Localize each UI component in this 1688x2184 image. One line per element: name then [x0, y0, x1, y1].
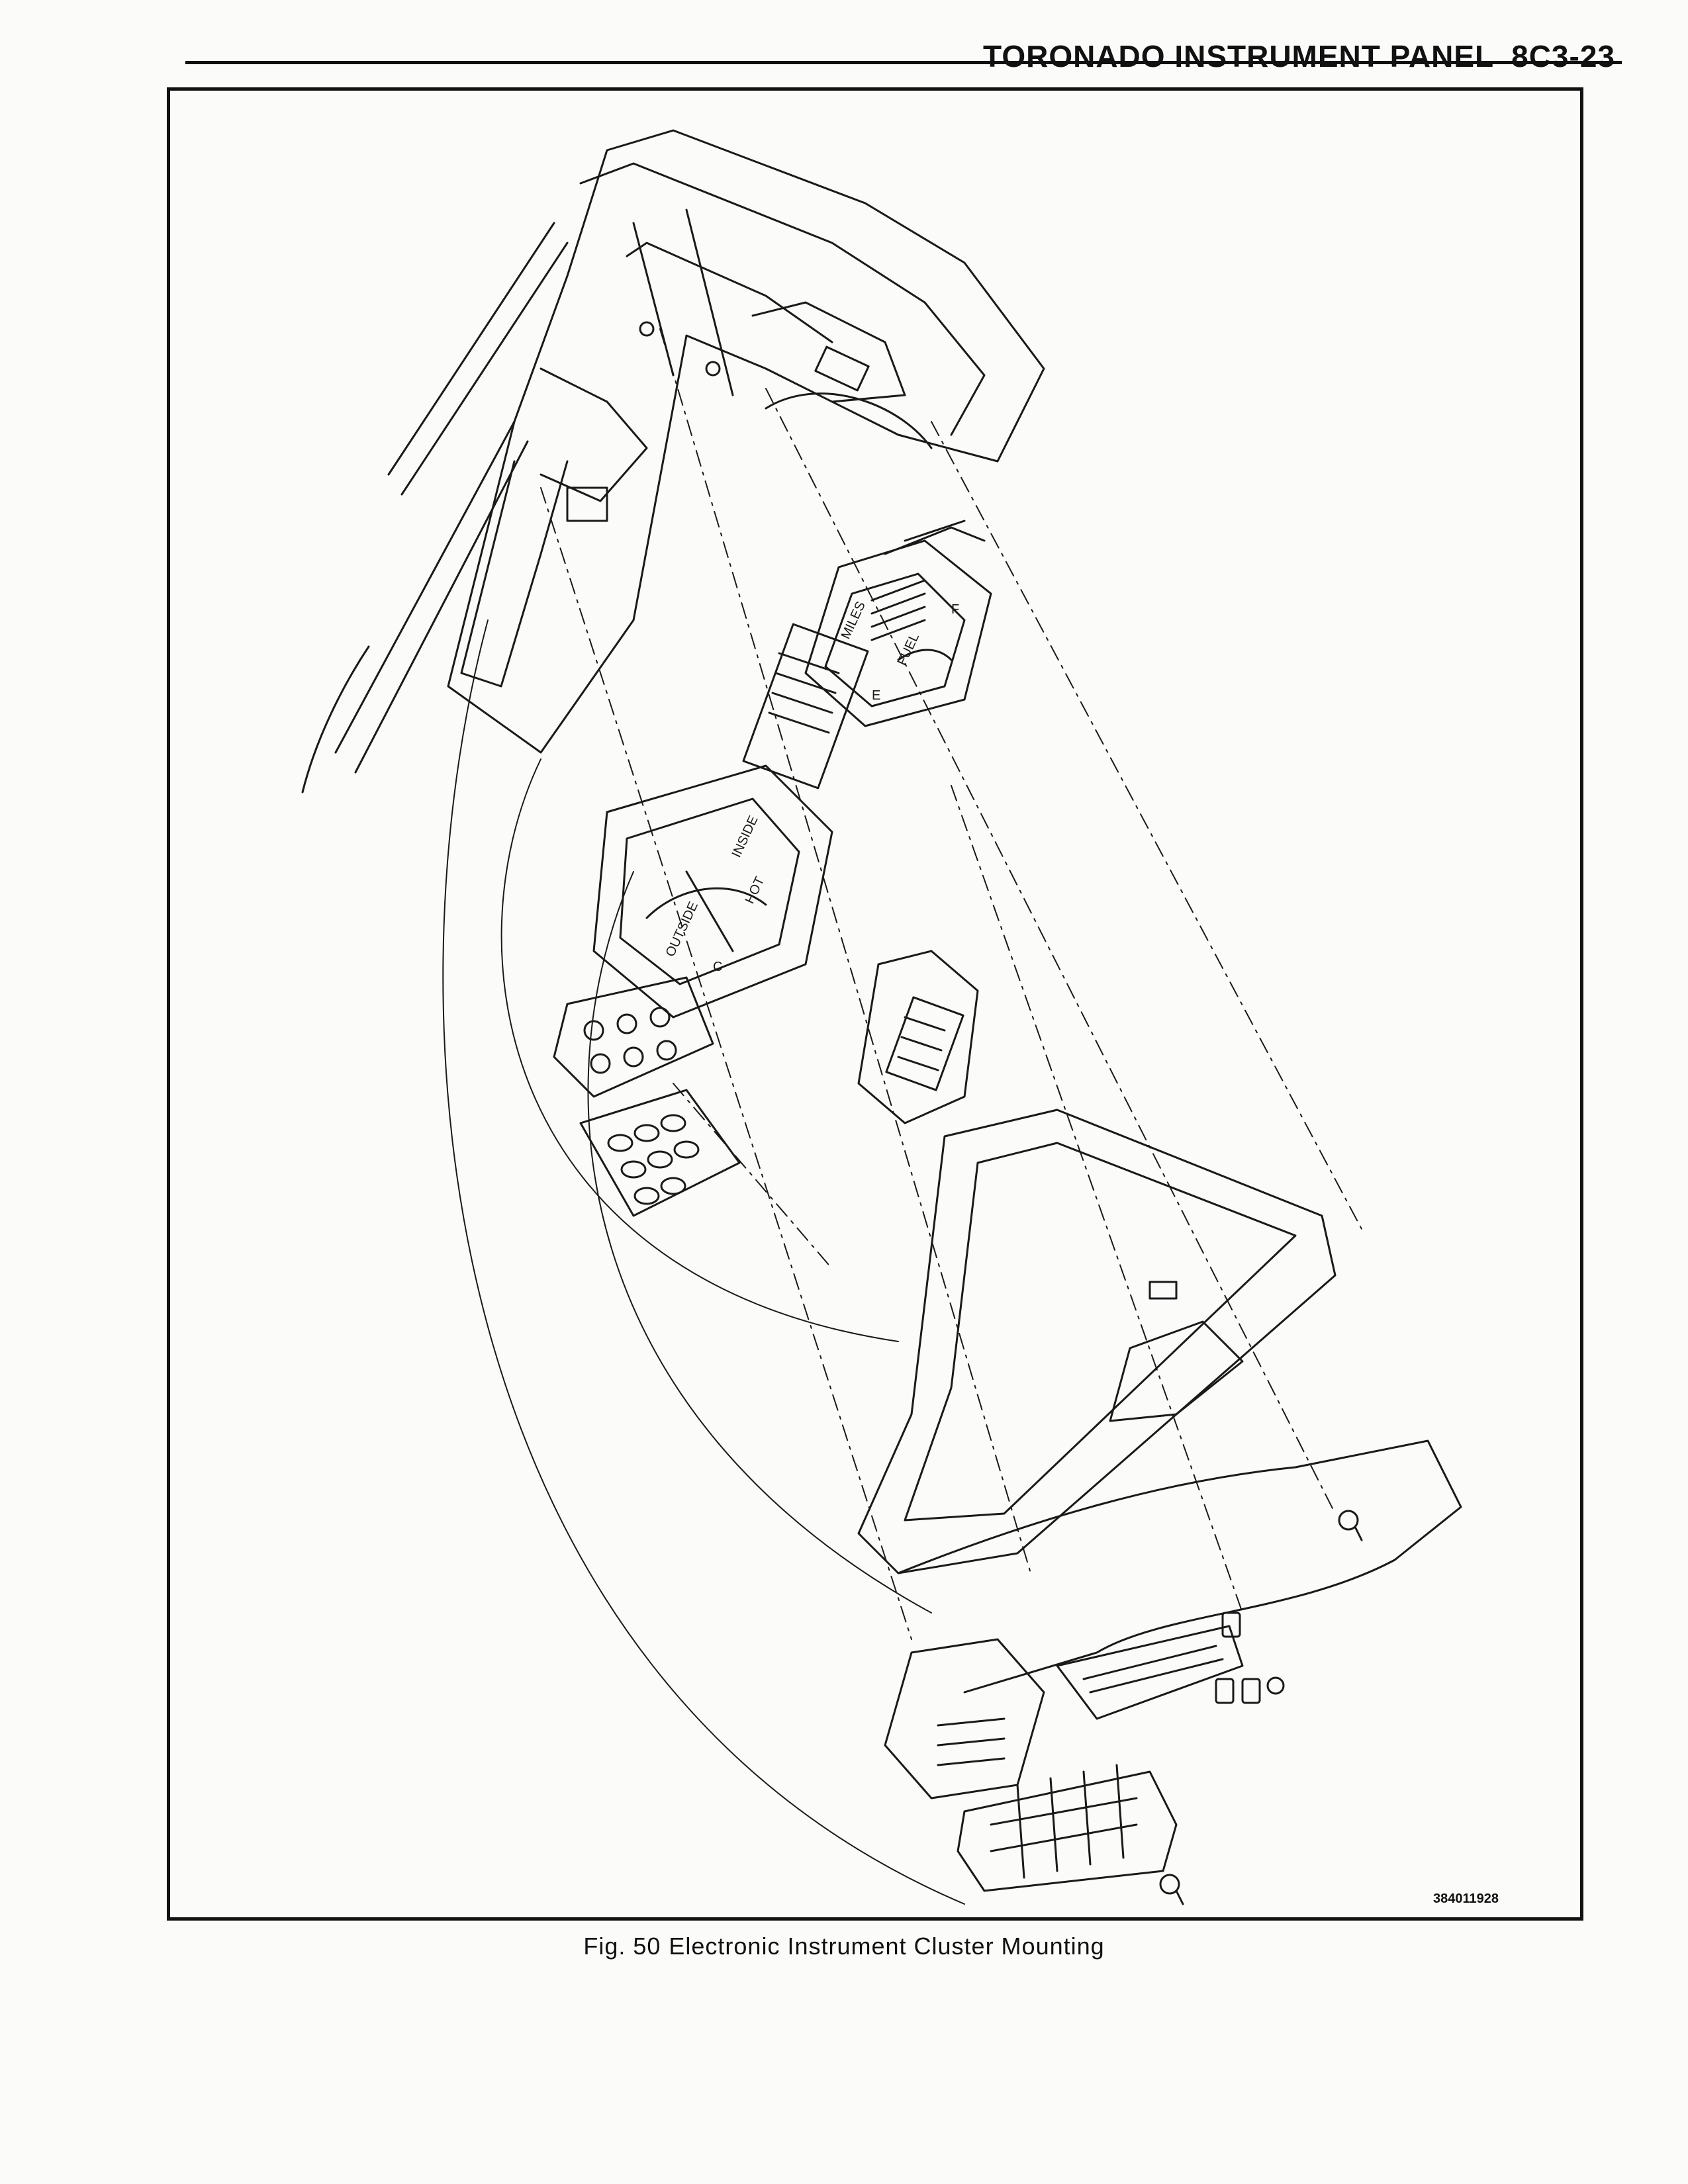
section-title: TORONADO INSTRUMENT PANEL: [983, 39, 1495, 73]
alignment-lines: [540, 328, 1362, 1640]
gauge-label-c: C: [713, 960, 722, 974]
drawing-number: 384011928: [1433, 1891, 1499, 1906]
gauge-label-f: F: [951, 602, 959, 617]
instrument-panel-carrier: [447, 129, 1045, 754]
screw-fasteners: [1159, 1510, 1363, 1905]
gauge-label-inside: INSIDE: [729, 813, 761, 860]
page-number: 8C3-23: [1511, 39, 1615, 73]
temperature-gauge-assembly: [553, 764, 833, 1098]
header-rule: [185, 61, 1622, 64]
figure-caption: Fig. 50 Electronic Instrument Cluster Mou…: [0, 1933, 1688, 1960]
exploded-view-drawing: MILES INSIDE HOT OUTSIDE FUEL E F C: [170, 91, 1580, 1917]
cluster-bezel: [857, 1109, 1336, 1574]
fuel-gauge-assembly: [742, 520, 992, 790]
panel-trim-strip: [301, 222, 569, 794]
switch-pad-board: [579, 1089, 741, 1217]
leader-curves: [442, 619, 965, 1905]
caption-label: Fig. 50: [583, 1933, 661, 1960]
gauge-label-e: E: [872, 688, 880, 703]
odometer-module: [857, 950, 979, 1124]
gauge-label-fuel: FUEL: [895, 631, 923, 668]
caption-text: Electronic Instrument Cluster Mounting: [669, 1933, 1105, 1960]
lower-vent-assembly: [884, 1638, 1045, 1799]
gauge-label-outside: OUTSIDE: [663, 899, 702, 959]
lower-trim-panel: [897, 1439, 1462, 1720]
figure-frame: [167, 87, 1583, 1921]
gauge-label-hot: HOT: [743, 875, 768, 907]
page-header: TORONADO INSTRUMENT PANEL 8C3-23: [983, 38, 1615, 74]
vent-grille: [957, 1764, 1178, 1892]
